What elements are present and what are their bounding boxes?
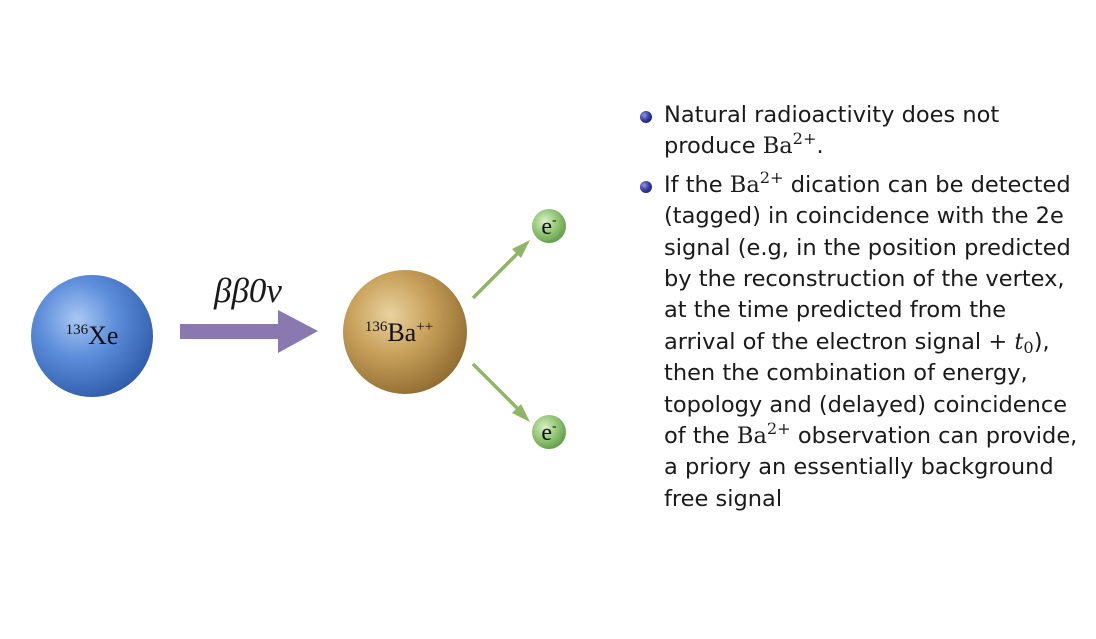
ba-ion-formula: Ba2+ <box>729 169 784 198</box>
upper-electron-sphere <box>532 209 566 243</box>
decay-mode-label: ββ0ν <box>213 271 282 310</box>
decay-arrow <box>180 310 318 353</box>
decay-diagram: 136Xe ββ0ν 136Ba++ e- e- <box>31 209 566 449</box>
lower-emission-head <box>512 404 530 422</box>
ba-ion-formula: Ba2+ <box>762 129 817 160</box>
bullet-item-ba-tagging: If the Ba2+ dication can be detected (ta… <box>640 169 1080 515</box>
ba-ion-charge: 2+ <box>759 167 784 187</box>
lower-electron: e- <box>532 415 566 449</box>
lower-electron-charge: - <box>552 419 557 434</box>
upper-electron-charge: - <box>552 213 557 228</box>
lower-electron-label: e- <box>541 419 557 446</box>
ba-nucleus: 136Ba++ <box>343 270 467 394</box>
lower-electron-symbol: e <box>541 420 552 446</box>
upper-emission-head <box>512 240 530 258</box>
ba-charge: ++ <box>416 319 433 335</box>
upper-electron-label: e- <box>541 213 557 240</box>
ba-ion-base: Ba <box>736 423 767 450</box>
bullet-text: observation can provide, a priory an ess… <box>664 423 1078 512</box>
bullet-text: ), then the combination of energy, topol… <box>664 328 1068 450</box>
bullet-text: dication can be detected (tagged) in coi… <box>664 171 1071 355</box>
ba-ion-base: Ba <box>762 133 793 160</box>
bullet-text: If the <box>664 171 730 198</box>
bullet-dot-icon <box>640 180 652 193</box>
bullet-list: Natural radioactivity does not produce B… <box>640 100 1080 522</box>
time-variable: t0 <box>1014 328 1034 357</box>
bullet-text: Natural radioactivity does not produce <box>664 102 1000 160</box>
time-variable-base: t <box>1014 328 1024 355</box>
xe-nucleus: 136Xe <box>31 275 153 397</box>
upper-emission-shaft <box>471 250 521 300</box>
ba-ion-charge: 2+ <box>792 129 817 149</box>
xe-mass-number: 136 <box>66 322 89 338</box>
ba-label: 136Ba++ <box>365 318 433 347</box>
upper-electron-symbol: e <box>541 214 552 240</box>
ba-ion-base: Ba <box>729 171 760 198</box>
bullet-item-natural-radioactivity: Natural radioactivity does not produce B… <box>640 100 1080 163</box>
ba-mass-number: 136 <box>365 319 388 335</box>
upper-emission-arrow <box>471 240 530 300</box>
decay-arrow-shaft <box>180 324 280 339</box>
lower-electron-sphere <box>532 415 566 449</box>
xe-label: 136Xe <box>66 321 119 350</box>
upper-electron: e- <box>532 209 566 243</box>
bullet-text-end: . <box>816 133 824 160</box>
time-variable-subscript: 0 <box>1023 337 1034 357</box>
decay-arrow-head <box>278 310 318 353</box>
lower-emission-shaft <box>471 362 521 412</box>
ba-ion-charge: 2+ <box>766 419 791 439</box>
ba-sphere <box>343 270 467 394</box>
xe-element-symbol: Xe <box>88 321 118 350</box>
plus-sign: + <box>988 328 1008 355</box>
ba-element-symbol: Ba <box>387 318 416 347</box>
ba-ion-formula: Ba2+ <box>736 421 791 450</box>
lower-emission-arrow <box>471 362 530 422</box>
bullet-dot-icon <box>640 111 652 123</box>
xe-sphere <box>31 275 153 397</box>
